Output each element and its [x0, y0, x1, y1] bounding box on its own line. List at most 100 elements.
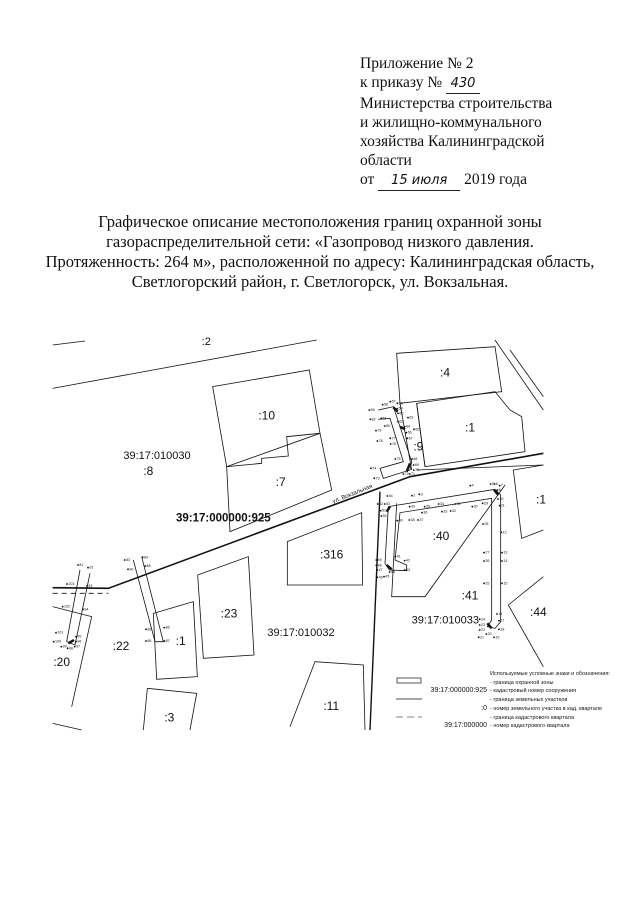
boundary-point-marker: [485, 633, 488, 635]
legend-item-text: - кадастровый номер сооружения: [490, 687, 576, 694]
parcel-9-boundary: [399, 403, 413, 471]
legend-symbol-label: 39:17:000000:925: [431, 687, 488, 694]
parcel-3-boundary: [147, 687, 198, 731]
appendix-number: Приложение № 2: [360, 55, 474, 72]
point-number-label: 99: [63, 645, 67, 649]
point-number-label: 82: [372, 417, 376, 421]
boundary-point-marker: [389, 443, 392, 445]
boundary-point-marker: [52, 640, 55, 643]
point-number-label: 65: [415, 427, 419, 431]
point-number-label: 24: [481, 617, 485, 621]
parcel-number-label: :10: [258, 408, 275, 422]
point-number-label: 6: [496, 482, 498, 486]
parcel-number-label: :1: [536, 492, 546, 506]
point-number-label: 89: [147, 627, 151, 631]
point-number-label: 87: [166, 639, 170, 643]
parcel-23-boundary: [197, 556, 255, 659]
structure-number-label: 39:17:000000:925: [176, 513, 271, 525]
boundary-point-marker: [397, 412, 399, 415]
boundary-point-marker: [381, 403, 384, 406]
boundary-point-marker: [373, 477, 376, 480]
point-number-label: 48: [378, 563, 382, 567]
boundary-point-marker: [482, 523, 484, 525]
boundary-point-marker: [423, 505, 426, 508]
document-title: Графическое описание местоположения гран…: [40, 212, 600, 292]
boundary-point-marker: [403, 425, 406, 428]
boundary-point-marker: [501, 560, 503, 562]
boundary-point-marker: [75, 635, 77, 638]
point-number-label: 96: [77, 640, 81, 644]
parcel-number-label: :44: [530, 605, 547, 619]
point-number-label: 98: [69, 646, 73, 650]
boundary-point-marker: [498, 504, 501, 507]
boundary-point-marker: [163, 640, 166, 642]
boundary-point-marker: [87, 566, 89, 569]
parcel-44-boundary: [508, 576, 544, 606]
ministry-line-4: области: [360, 152, 412, 169]
boundary-point-marker: [73, 645, 76, 648]
point-number-label: 30: [474, 505, 478, 509]
point-number-label: 21: [480, 635, 484, 639]
boundary-point-marker: [496, 613, 498, 615]
title-line-4: Светлогорский район, г. Светлогорск, ул.…: [131, 272, 509, 291]
point-number-label: 37: [419, 518, 423, 522]
point-number-label: 64: [406, 425, 410, 429]
protection-zone-north: [378, 406, 413, 479]
point-number-label: 51: [382, 509, 386, 513]
point-number-label: 52: [379, 502, 383, 506]
boundary-point-marker: [141, 556, 144, 559]
date-suffix: 2019 года: [464, 171, 527, 188]
boundary-point-marker: [483, 560, 485, 562]
point-number-label: 88: [147, 639, 151, 643]
parcel-number-label: :41: [462, 588, 479, 602]
boundary-point-marker: [60, 645, 63, 648]
legend-symbol-label: :0: [481, 705, 487, 712]
boundary-point-marker: [478, 629, 481, 631]
point-number-label: 16: [498, 612, 502, 616]
point-number-label: 17: [500, 619, 504, 623]
point-number-label: 10: [499, 497, 503, 501]
boundary-point-marker: [471, 505, 474, 508]
point-number-label: 15: [503, 581, 507, 585]
boundary-point-marker: [403, 569, 406, 571]
parcel-boundary: [494, 339, 544, 411]
boundary-point-marker: [375, 559, 378, 561]
point-number-label: 31: [457, 502, 461, 506]
street-boundary: [52, 452, 544, 590]
boundary-point-marker: [500, 531, 503, 534]
point-number-label: 14: [503, 559, 507, 563]
boundary-point-marker: [478, 618, 481, 621]
parcel-11-boundary: [289, 661, 366, 731]
point-number-label: 59: [399, 407, 403, 411]
parcel-44-boundary: [507, 604, 544, 667]
point-number-label: 18: [500, 627, 504, 631]
boundary-point-marker: [375, 564, 378, 567]
point-number-label: 71: [411, 472, 415, 476]
boundary-point-marker: [449, 510, 452, 512]
point-number-label: 56: [384, 403, 388, 407]
boundary-point-marker: [501, 551, 503, 554]
boundary-point-marker: [376, 576, 379, 579]
legend-item-text: - номер земельного участка в кад. кварта…: [490, 706, 602, 712]
point-number-label: 66: [408, 431, 412, 435]
boundary-point-marker: [496, 489, 499, 491]
boundary-point-marker: [379, 509, 382, 512]
parcel-number-label: :2: [202, 336, 211, 348]
point-number-label: 72: [405, 472, 409, 476]
legend-item-text: - граница охранной зоны: [490, 679, 553, 686]
quarter-number-label: 39:17:010030: [123, 450, 190, 462]
point-number-label: 3: [421, 492, 423, 496]
parcel-boundary: [509, 349, 544, 397]
point-number-label: 11: [501, 504, 505, 508]
point-number-label: 4: [472, 484, 474, 488]
point-number-label: 102: [64, 605, 70, 609]
point-number-label: 92: [89, 566, 93, 570]
boundary-point-marker: [396, 402, 399, 405]
ministry-line-3: хозяйства Калининградской: [360, 133, 545, 150]
point-number-label: 44: [391, 570, 395, 574]
boundary-point-marker: [396, 519, 399, 522]
date-line: от 15 июля 2019 года: [360, 170, 552, 191]
parcel-boundary: [52, 340, 86, 346]
boundary-point-marker: [405, 431, 408, 434]
boundary-point-marker: [389, 437, 392, 440]
